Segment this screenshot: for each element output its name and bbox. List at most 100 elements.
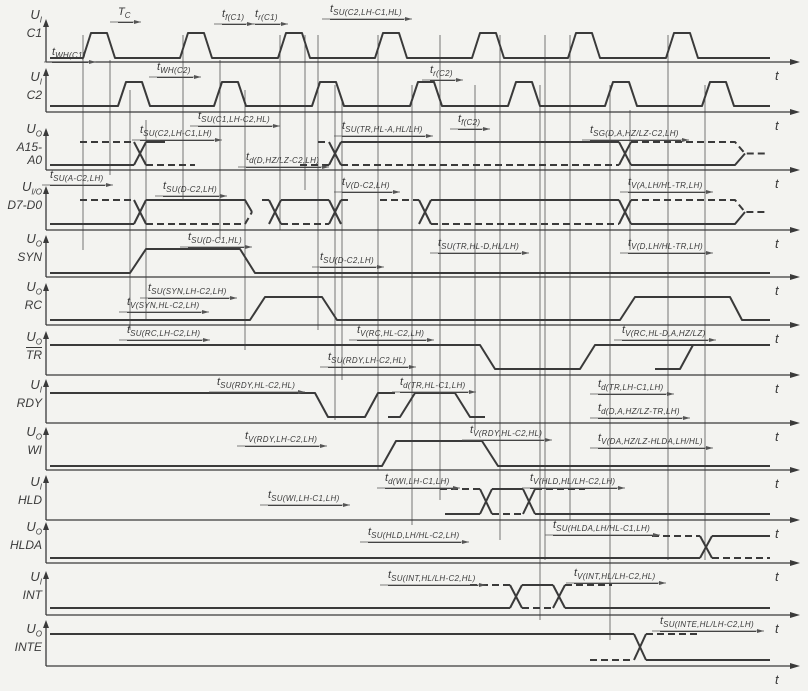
parameter-symbol: t	[357, 324, 361, 336]
timing-parameter-label: tSU(C1,LH-C2,HL)	[198, 110, 273, 127]
dimension-arrow-icon	[682, 138, 689, 142]
signal-name: INTE	[14, 639, 42, 654]
parameter-subscript: V(D-C2,LH)	[345, 181, 390, 190]
parameter-symbol: t	[268, 489, 272, 501]
voltage-symbol: UO	[26, 621, 42, 639]
parameter-subscript: SU(RDY,HL-C2,HL)	[220, 381, 296, 390]
rc-waveform	[50, 296, 770, 321]
dimension-arrow-icon	[203, 338, 210, 342]
c1-waveform	[50, 32, 770, 59]
dimension-arrow-icon	[659, 581, 666, 585]
parameter-subscript: V(A,LH/HL-TR,LH)	[631, 181, 703, 190]
timing-parameter-label: tV(RDY,LH-C2,LH)	[245, 430, 320, 447]
rdy-waveform	[50, 392, 395, 418]
time-axis-label: t	[775, 176, 779, 191]
c2-axis-arrow-icon	[790, 109, 800, 115]
parameter-subscript: SU(TR,HL-D,HL/LH)	[441, 242, 520, 251]
parameter-symbol: t	[255, 8, 259, 20]
d7-d0-transition	[618, 199, 632, 225]
parameter-subscript: SU(INTE,HL/LH-C2,LH)	[663, 620, 754, 629]
signal-name: C2	[26, 87, 42, 102]
dimension-arrow-icon	[409, 365, 416, 369]
dimension-arrow-icon	[479, 583, 486, 587]
parameter-symbol: t	[660, 615, 664, 627]
timing-parameter-label: tr(C1)	[255, 8, 280, 25]
dimension-arrow-icon	[281, 22, 288, 26]
dimension-arrow-icon	[653, 533, 660, 537]
parameter-symbol: t	[198, 110, 202, 122]
parameter-subscript: SU(INT,HL/LH-C2,HL)	[391, 574, 476, 583]
d7-d0-transition	[268, 199, 282, 225]
time-axis-label: t	[775, 672, 779, 687]
dimension-arrow-icon	[393, 190, 400, 194]
parameter-symbol: t	[246, 151, 250, 163]
time-axis-label: t	[775, 429, 779, 444]
timing-parameter-label: tSU(D-C2,LH)	[163, 180, 219, 197]
parameter-subscript: d(TR,LH-C1,LH)	[601, 383, 664, 392]
parameter-symbol: t	[163, 180, 167, 192]
parameter-symbol: t	[530, 472, 534, 484]
signal-name: RDY	[16, 395, 42, 410]
dimension-arrow-icon	[89, 60, 96, 64]
parameter-subscript: d(TR,HL-C1,LH)	[403, 381, 466, 390]
parameter-subscript: SU(HLD,LH/HL-C2,LH)	[371, 531, 460, 540]
timing-parameter-label: td(TR,LH-C1,LH)	[598, 378, 666, 395]
rdy-waveform	[388, 392, 485, 418]
timing-parameter-label: td(D,HZ/LZ-C2,LH)	[246, 151, 322, 168]
dimension-arrow-icon	[453, 486, 460, 490]
wi-waveform	[50, 440, 770, 467]
parameter-symbol: t	[342, 120, 346, 132]
dimension-arrow-icon	[426, 134, 433, 138]
parameter-symbol: t	[127, 296, 131, 308]
timing-parameter-label: tV(INT,HL/LH-C2,HL)	[574, 567, 658, 584]
int-axis-arrow-icon	[790, 612, 800, 618]
tr-waveform	[655, 344, 694, 370]
tr-axis-arrow-icon	[790, 372, 800, 378]
dimension-arrow-icon	[618, 486, 625, 490]
syn-waveform	[50, 248, 770, 274]
rc-axis-arrow-icon	[790, 322, 800, 328]
parameter-symbol: t	[52, 46, 56, 58]
parameter-symbol: t	[628, 176, 632, 188]
timing-parameter-label: tV(D-C2,LH)	[342, 176, 392, 193]
time-axis-label: t	[775, 236, 779, 251]
rdy-axis-arrow-icon	[790, 420, 800, 426]
dimension-arrow-icon	[230, 296, 237, 300]
parameter-subscript: C	[124, 11, 131, 20]
rc-voltage-arrow-icon	[43, 283, 49, 291]
time-axis-label: t	[775, 569, 779, 584]
timing-parameter-label: tWH(C1)	[52, 46, 88, 63]
parameter-subscript: SU(A-C2,LH)	[53, 174, 104, 183]
inte-axis-arrow-icon	[790, 663, 800, 669]
dimension-arrow-icon	[298, 390, 305, 394]
dimension-arrow-icon	[405, 17, 412, 21]
timing-parameter-label: tf(C1)	[222, 8, 247, 25]
parameter-symbol: t	[553, 519, 557, 531]
parameter-subscript: SU(C1,LH-C2,HL)	[201, 115, 271, 124]
parameter-subscript: SU(TR,HL-A,HL/LH)	[345, 125, 423, 134]
hld-transition	[479, 488, 493, 515]
parameter-symbol: t	[157, 61, 161, 73]
signal-name: WI	[27, 442, 42, 457]
parameter-symbol: t	[342, 176, 346, 188]
parameter-symbol: t	[438, 237, 442, 249]
a15-a0-transition	[618, 141, 632, 166]
parameter-symbol: t	[320, 251, 324, 263]
parameter-subscript: SU(RDY,LH-C2,HL)	[331, 356, 407, 365]
parameter-subscript: SU(RC,LH-C2,LH)	[130, 329, 201, 338]
parameter-symbol: t	[148, 282, 152, 294]
parameter-subscript: V(RDY,HL-C2,HL)	[473, 429, 543, 438]
parameter-subscript: V(HLD,HL/LH-C2,LH)	[533, 477, 616, 486]
timing-parameter-label: td(WI,LH-C1,LH)	[385, 472, 452, 489]
parameter-symbol: t	[628, 237, 632, 249]
parameter-subscript: d(D,HZ/LZ-C2,LH)	[249, 156, 320, 165]
